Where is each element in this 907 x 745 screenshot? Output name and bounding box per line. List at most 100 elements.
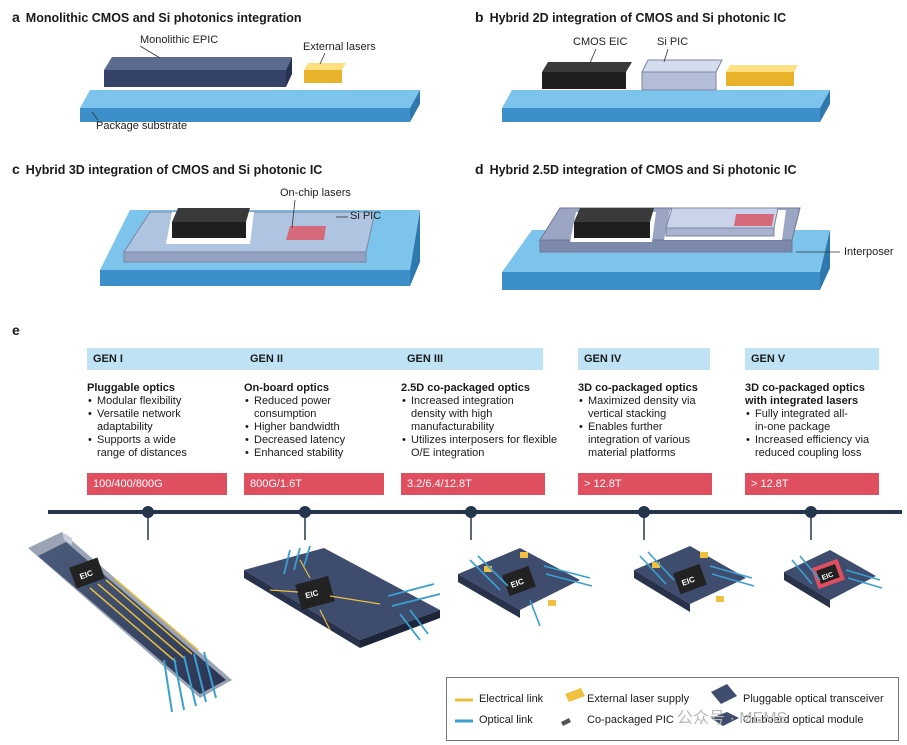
legend-onboard-label: On-board optical module	[743, 714, 864, 726]
gen-description: Pluggable optics Modular flexibility Ver…	[87, 382, 245, 460]
substrate-top	[502, 90, 830, 108]
panel-letter: d	[475, 161, 484, 177]
gen-column-2: GEN II On-board optics Reduced power con…	[244, 348, 402, 460]
leader-line	[91, 111, 99, 121]
panel-b-title: b Hybrid 2D integration of CMOS and Si ph…	[475, 9, 786, 25]
cmos-eic-label: CMOS EIC	[573, 36, 628, 48]
leader-line	[319, 52, 326, 65]
gen-title: Pluggable optics	[87, 382, 176, 394]
gen-title: On-board optics	[244, 382, 329, 394]
speed-badge: > 12.8T	[578, 473, 712, 495]
external-lasers-label: External lasers	[303, 41, 376, 53]
interposer-label: Interposer	[844, 246, 894, 258]
substrate-front	[100, 270, 410, 286]
leader-line	[589, 48, 597, 64]
gen-bullet: Modular flexibility	[88, 395, 245, 408]
eic-top	[172, 208, 250, 222]
gen-header: GEN I	[87, 348, 245, 370]
chip-label: EIC	[821, 571, 834, 582]
gen-title: 2.5D co-packaged optics	[401, 382, 530, 394]
gen-header: GEN IV	[578, 348, 710, 370]
gen-title: 3D co-packaged optics with integrated la…	[745, 382, 865, 407]
watermark: 公众号 · MEMS	[677, 710, 788, 727]
gen-column-3: GEN III 2.5D co-packaged optics Increase…	[401, 348, 559, 460]
panel-letter: b	[475, 9, 484, 25]
on-chip-lasers-label: On-chip lasers	[280, 187, 351, 199]
legend-cpo-pic-label: Co-packaged PIC	[587, 714, 674, 726]
eic-front	[172, 222, 246, 238]
panel-b-drawing	[502, 48, 830, 122]
monolithic-epic	[104, 57, 292, 70]
leader-line	[139, 45, 161, 59]
onboard-swatch	[711, 712, 739, 726]
gen-bullet: Versatile network adaptability	[88, 408, 207, 434]
si-pic-front	[641, 71, 717, 91]
eic-top	[574, 208, 654, 222]
cpo-3d-illustration: EIC	[634, 546, 755, 612]
laser-front	[726, 72, 794, 86]
leader-line	[663, 48, 669, 63]
legend-swatches	[455, 684, 739, 726]
chip-label: EIC	[304, 588, 319, 600]
monolithic-epic-label: Monolithic EPIC	[140, 34, 219, 46]
panel-e-title: e	[12, 322, 26, 338]
si-pic-label: Si PIC	[350, 210, 382, 222]
chip-label: EIC	[78, 568, 94, 581]
gen-bullet: Decreased latency	[245, 434, 402, 447]
speed-badge: 800G/1.6T	[244, 473, 384, 495]
leader-line	[291, 199, 296, 229]
laser	[734, 214, 774, 226]
cpo-25d-illustration: EIC	[458, 548, 593, 627]
external-laser-top	[304, 63, 346, 70]
legend: Electrical link Optical link External la…	[446, 677, 899, 741]
gen-column-1: GEN I Pluggable optics Modular flexibili…	[87, 348, 245, 460]
panel-title-text: Hybrid 2.5D integration of CMOS and Si p…	[489, 163, 797, 177]
gen-bullets: Modular flexibility Versatile network ad…	[87, 395, 245, 460]
panel-letter: c	[12, 161, 20, 177]
speed-badge: 100/400/800G	[87, 473, 227, 495]
gen-description: 3D co-packaged optics Maximized density …	[578, 382, 736, 460]
speed-badge: 3.2/6.4/12.8T	[401, 473, 545, 495]
monolithic-epic-front	[104, 70, 286, 87]
gen-description: 3D co-packaged optics with integrated la…	[745, 382, 903, 460]
cpo-3d-laser-illustration: EIC	[784, 550, 883, 608]
cmos-eic-front	[542, 72, 626, 89]
external-laser-front	[304, 70, 342, 83]
si-pic-top	[641, 59, 723, 73]
eic-front	[574, 222, 650, 238]
gen-bullet: Increased integration density with high …	[402, 395, 521, 434]
gen-title: 3D co-packaged optics	[578, 382, 698, 394]
pluggable-swatch	[711, 684, 737, 704]
gen-bullet: Reduced power consumption	[245, 395, 354, 421]
substrate-side	[820, 230, 830, 290]
legend-electrical-label: Electrical link	[479, 693, 544, 705]
gen-bullets: Fully integrated all-in-one package Incr…	[745, 408, 903, 460]
panel-title-text: Hybrid 2D integration of CMOS and Si pho…	[489, 11, 787, 25]
chip-label: EIC	[681, 575, 697, 588]
legend-ext-laser-label: External laser supply	[587, 693, 690, 705]
panel-letter: a	[12, 9, 20, 25]
monolithic-epic-side	[286, 57, 292, 87]
substrate-side	[820, 90, 830, 122]
gen-bullet: Supports a wide range of distances	[88, 434, 207, 460]
gen-header: GEN II	[244, 348, 402, 370]
panel-letter: e	[12, 322, 20, 338]
gen-bullet: Higher bandwidth	[245, 421, 402, 434]
on-chip-laser	[286, 226, 326, 240]
panel-d-drawing	[502, 207, 840, 290]
cmos-eic-top	[542, 62, 632, 72]
si-pic-front	[123, 251, 367, 263]
substrate-side	[410, 90, 420, 122]
gen-bullet: Increased efficiency via reduced couplin…	[746, 434, 875, 460]
gen-bullet: Maximized density via vertical stacking	[579, 395, 708, 421]
pluggable-transceiver-illustration: EIC	[28, 532, 232, 713]
substrate-side	[410, 210, 420, 286]
external-laser-swatch	[565, 688, 585, 702]
si-pic-front	[665, 227, 775, 237]
gen-bullets: Increased integration density with high …	[401, 395, 559, 460]
gen-bullet: Utilizes interposers for flexible O/E in…	[402, 434, 561, 460]
substrate-front	[502, 272, 820, 290]
gen-bullets: Maximized density via vertical stacking …	[578, 395, 736, 460]
gen-column-4: GEN IV 3D co-packaged optics Maximized d…	[578, 348, 736, 460]
